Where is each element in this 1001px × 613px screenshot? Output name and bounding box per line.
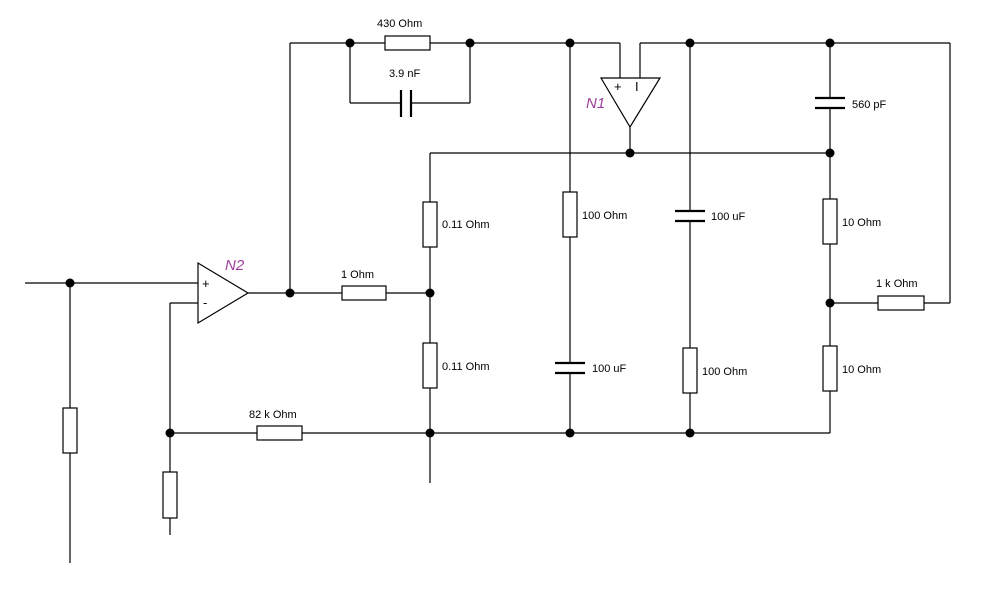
junction	[285, 288, 295, 298]
junction	[825, 298, 835, 308]
junction	[685, 428, 695, 438]
junction	[625, 148, 635, 158]
junction	[345, 38, 355, 48]
junction	[425, 428, 435, 438]
n2-plus-sign: +	[202, 276, 210, 291]
capacitor-560p	[815, 96, 845, 110]
resistor-10-bottom	[822, 345, 838, 392]
n2-minus-sign: -	[203, 295, 207, 310]
label-r-1k: 1 k Ohm	[876, 278, 918, 290]
n1-plus-sign: +	[614, 79, 622, 94]
resistor-011-top	[422, 201, 438, 248]
label-r-100b: 100 Ohm	[702, 366, 747, 378]
capacitor-100u-b	[675, 209, 705, 223]
resistor-1	[341, 285, 387, 301]
junctions	[65, 38, 835, 438]
opamp-n1-symbol	[599, 77, 662, 129]
n2-designator: N2	[225, 257, 245, 274]
label-r-430: 430 Ohm	[377, 18, 422, 30]
resistor-n2-ground	[162, 471, 178, 519]
resistor-1k	[877, 295, 925, 311]
junction	[565, 38, 575, 48]
label-c-100u-a: 100 uF	[592, 363, 627, 375]
junction	[685, 38, 695, 48]
label-r-1: 1 Ohm	[341, 269, 374, 281]
label-r-011-top: 0.11 Ohm	[442, 219, 490, 231]
resistor-100b	[682, 347, 698, 394]
n1-minus-sign: I	[635, 79, 639, 94]
label-r-100a: 100 Ohm	[582, 210, 627, 222]
junction	[65, 278, 75, 288]
capacitor-3n9	[399, 90, 413, 117]
n1-designator: N1	[586, 95, 605, 112]
resistor-10-top	[822, 198, 838, 245]
label-c-100u-b: 100 uF	[711, 211, 746, 223]
junction	[165, 428, 175, 438]
junction	[465, 38, 475, 48]
label-r-82k: 82 k Ohm	[249, 409, 297, 421]
label-r-10-bottom: 10 Ohm	[842, 364, 881, 376]
opamp-n2-symbol	[197, 261, 250, 325]
junction	[425, 288, 435, 298]
label-r-011-bottom: 0.11 Ohm	[442, 361, 490, 373]
resistors	[62, 35, 925, 519]
label-c-3n9: 3.9 nF	[389, 68, 420, 80]
labels: 430 Ohm 3.9 nF 1 Ohm 0.11 Ohm 0.11 Ohm 8…	[249, 18, 918, 421]
resistor-430	[384, 35, 431, 51]
capacitor-100u-a	[555, 361, 585, 375]
capacitors	[399, 90, 845, 375]
label-c-560p: 560 pF	[852, 99, 887, 111]
resistor-011-bottom	[422, 342, 438, 389]
junction	[825, 148, 835, 158]
resistor-input-shunt	[62, 407, 78, 454]
label-r-10-top: 10 Ohm	[842, 217, 881, 229]
junction	[565, 428, 575, 438]
resistor-82k	[256, 425, 303, 441]
junction	[825, 38, 835, 48]
resistor-100a	[562, 191, 578, 238]
